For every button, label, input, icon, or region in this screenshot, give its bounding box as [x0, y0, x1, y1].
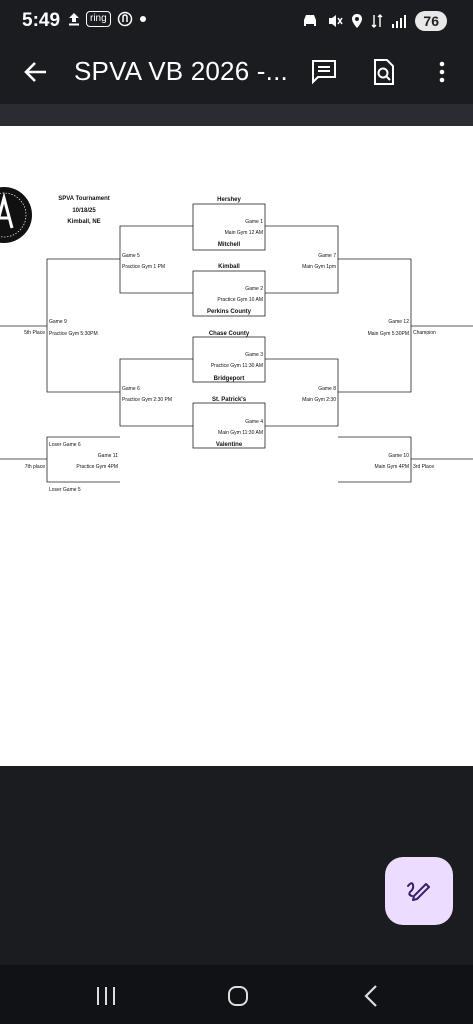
nfc-icon: [117, 11, 132, 27]
game-venue: Main Gym 5:30PM: [368, 331, 409, 337]
mute-icon: [329, 15, 344, 27]
team-name: Valentine: [216, 442, 243, 448]
game-label: Game 5: [122, 253, 140, 259]
place-label-5th: 5th Place: [24, 330, 45, 336]
place-label-7th: 7th place: [25, 464, 46, 470]
comment-icon[interactable]: [310, 58, 338, 86]
app-bar: SPVA VB 2026 -...: [0, 44, 473, 104]
bracket-sheet: SPVA Tournament 10/18/25 Kimball, NE: [0, 187, 473, 493]
game-label: Game 7: [318, 253, 336, 259]
data-icon: [371, 14, 383, 28]
game-label: Game 4: [245, 419, 263, 425]
game-venue: Main Gym 1pm: [302, 264, 336, 270]
back-arrow-icon[interactable]: [20, 56, 52, 88]
team-name: St. Patrick's: [212, 397, 247, 403]
ring-app-icon: ring: [86, 11, 111, 27]
team-name: Chase County: [209, 331, 250, 337]
game-venue: Practice Gym 2:30 PM: [122, 397, 172, 403]
home-icon[interactable]: [224, 983, 252, 1009]
game-label: Game 8: [318, 386, 336, 392]
game-venue: Practice Gym 1 PM: [122, 264, 165, 270]
annotate-button[interactable]: [385, 857, 453, 925]
search-document-icon[interactable]: [370, 58, 398, 86]
document-title: SPVA VB 2026 -...: [74, 56, 288, 86]
upload-icon: [69, 13, 79, 26]
game-label: Game 11: [98, 453, 118, 459]
game-label: Game 9: [49, 319, 67, 325]
game-label: Game 1: [245, 219, 263, 225]
viewer-gap: [0, 104, 473, 126]
game-venue: Practice Gym 4PM: [76, 464, 118, 470]
game-venue: Practice Gym 10 AM: [217, 297, 263, 303]
team-name: Bridgeport: [214, 376, 245, 382]
place-label-3rd: 3rd Place: [413, 464, 434, 470]
bracket-lines: [0, 203, 473, 483]
car-icon: [304, 15, 317, 26]
notification-dot-icon: [139, 16, 146, 22]
tournament-date: 10/18/25: [72, 208, 96, 214]
game-label: Game 6: [122, 386, 140, 392]
game-venue: Main Gym 2:30: [302, 397, 336, 403]
tournament-logo: [0, 187, 32, 243]
status-bar: 5:49 ring 76: [0, 0, 473, 44]
tournament-location: Kimball, NE: [67, 219, 100, 225]
game-venue: Practice Gym 11:30 AM: [211, 363, 263, 369]
loser-label: Loser Game 6: [49, 442, 81, 448]
document-page[interactable]: SPVA Tournament 10/18/25 Kimball, NE: [0, 126, 473, 766]
game-venue: Main Gym 4PM: [375, 464, 409, 470]
game-venue: Main Gym 11:30 AM: [218, 430, 263, 436]
team-name: Hershey: [217, 197, 241, 203]
team-name: Kimball: [218, 264, 240, 270]
loser-label: Loser Game 5: [49, 487, 81, 493]
game-label: Game 2: [245, 286, 263, 292]
team-name: Perkins County: [207, 309, 252, 315]
tournament-title: SPVA Tournament: [58, 196, 110, 202]
recent-apps-icon[interactable]: [92, 983, 120, 1009]
game-label: Game 3: [245, 352, 263, 358]
team-name: Mitchell: [218, 242, 241, 248]
game-label: Game 12: [388, 319, 409, 325]
place-label-champion: Champion: [413, 330, 436, 336]
more-options-icon[interactable]: [428, 58, 456, 86]
signal-icon: [392, 15, 407, 28]
game-venue: Main Gym 12 AM: [225, 230, 263, 236]
system-nav-bar: [0, 965, 473, 1024]
location-icon: [352, 14, 363, 28]
battery-indicator: 76: [415, 11, 447, 31]
game-venue: Practice Gym 5:30PM: [49, 331, 98, 337]
back-nav-icon[interactable]: [358, 983, 386, 1009]
game-label: Game 10: [388, 453, 409, 459]
status-time: 5:49: [22, 10, 61, 31]
pen-scribble-icon: [407, 882, 430, 901]
